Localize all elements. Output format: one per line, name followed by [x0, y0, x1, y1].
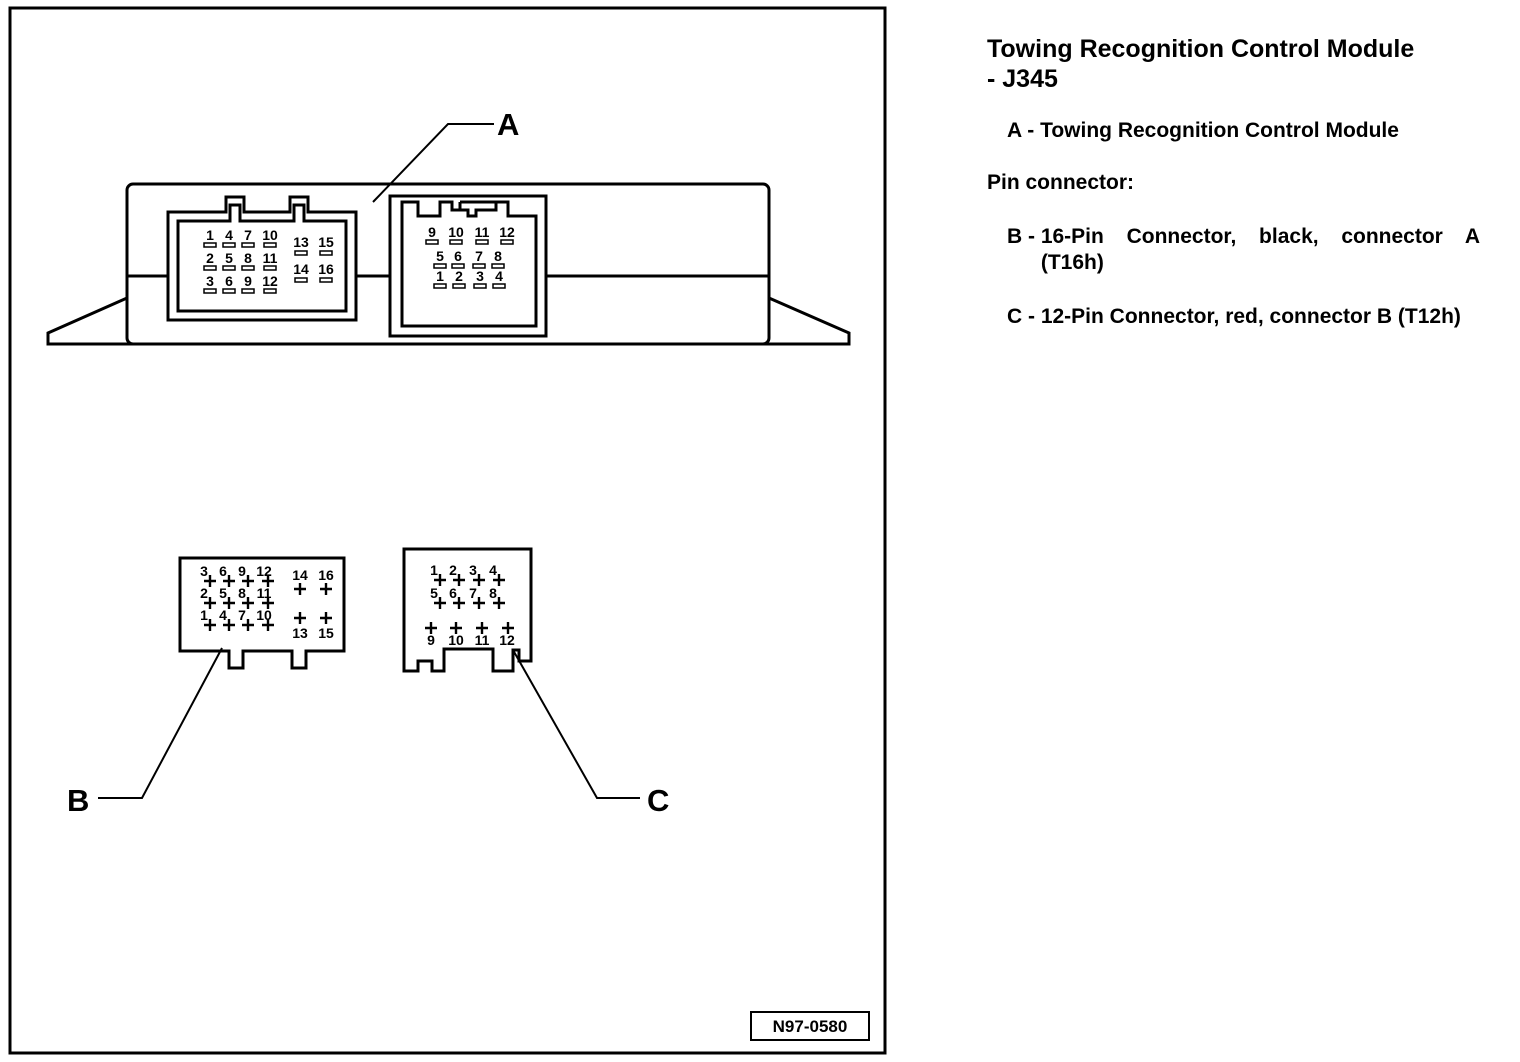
connector-b-contacts — [204, 575, 332, 631]
pin-label: 1 — [206, 227, 214, 243]
connector-b — [178, 556, 346, 670]
pin-label: 11 — [475, 632, 490, 648]
legend-item-letter: B - — [1007, 225, 1041, 248]
legend-item-a: A - Towing Recognition Control Module — [987, 118, 1480, 144]
pin-label: 2 — [200, 585, 208, 601]
pin-label: 5 — [430, 585, 438, 601]
callout-a-label: A — [497, 107, 519, 142]
connector-c-contacts — [425, 574, 514, 634]
pin-label: 8 — [494, 248, 502, 264]
pin-label: 10 — [256, 607, 272, 623]
pin-label: 7 — [238, 607, 246, 623]
pin-label: 7 — [244, 227, 252, 243]
pin-label: 9 — [428, 224, 436, 240]
pin-label: 12 — [499, 632, 515, 648]
callout-b-label: B — [67, 783, 89, 818]
pin-label: 15 — [318, 234, 334, 250]
pin-label: 6 — [454, 248, 462, 264]
pin-label: 13 — [293, 234, 309, 250]
callout-b-leader — [98, 647, 223, 799]
pin-label: 8 — [238, 585, 246, 601]
pin-label: 5 — [219, 585, 227, 601]
pin-label: 12 — [262, 273, 278, 289]
pin-label: 2 — [449, 562, 457, 578]
legend-item-letter: A - — [1007, 119, 1041, 142]
pin-label: 4 — [225, 227, 233, 243]
diagram-frame — [8, 6, 887, 1055]
figure-number-box — [750, 1011, 870, 1041]
module-12pin-contacts — [425, 239, 514, 289]
legend-title-line1: Towing Recognition Control Module — [987, 35, 1415, 63]
pin-label: 2 — [455, 268, 463, 284]
pin-label: 5 — [436, 248, 444, 264]
pin-label: 10 — [448, 632, 464, 648]
legend-item-text: 12-Pin Connector, red, connector B (T12h… — [1040, 305, 1461, 328]
module-12pin-labels: 9 10 11 12 5 6 7 8 1 2 3 4 — [428, 224, 515, 284]
pin-label: 11 — [257, 585, 272, 601]
pin-label: 8 — [489, 585, 497, 601]
pin-label: 1 — [430, 562, 438, 578]
module-socket-16pin — [166, 195, 358, 322]
pin-label: 6 — [449, 585, 457, 601]
module-socket-12pin — [388, 194, 548, 338]
pin-label: 5 — [225, 250, 233, 266]
pin-label: 6 — [219, 563, 227, 579]
pin-label: 11 — [475, 224, 490, 240]
pin-label: 9 — [427, 632, 435, 648]
pin-label: 1 — [200, 607, 208, 623]
figure-number: N97-0580 — [773, 1017, 848, 1036]
pin-label: 10 — [262, 227, 278, 243]
pin-label: 3 — [200, 563, 208, 579]
pin-label: 16 — [318, 261, 334, 277]
pin-label: 4 — [495, 268, 503, 284]
connector-c-labels: 1 2 3 4 5 6 7 8 9 10 11 12 — [427, 562, 515, 648]
legend: Towing Recognition Control Module - J345… — [987, 34, 1480, 330]
pin-label: 3 — [469, 562, 477, 578]
pin-label: 6 — [225, 273, 233, 289]
legend-item-c: C - 12-Pin Connector, red, connector B (… — [987, 304, 1480, 330]
pin-label: 15 — [318, 625, 334, 641]
pin-label: 14 — [293, 261, 309, 277]
pin-label: 12 — [256, 563, 272, 579]
module-16pin-contacts — [203, 242, 333, 294]
pin-label: 8 — [244, 250, 252, 266]
pin-label: 7 — [469, 585, 477, 601]
callout-a-leader — [372, 123, 494, 203]
pin-label: 4 — [489, 562, 497, 578]
legend-item-letter: C - — [1007, 305, 1041, 328]
callout-c-label: C — [647, 783, 669, 818]
pin-label: 12 — [499, 224, 515, 240]
pin-label: 3 — [476, 268, 484, 284]
callout-c-leader — [512, 649, 640, 799]
pin-label: 4 — [219, 607, 227, 623]
module-16pin-labels: 1 4 7 10 2 5 8 11 3 6 9 12 13 15 14 16 — [206, 227, 334, 289]
pin-label: 9 — [244, 273, 252, 289]
pin-label: 10 — [448, 224, 464, 240]
pin-label: 14 — [292, 567, 308, 583]
legend-item-text: Towing Recognition Control Module — [1040, 119, 1399, 142]
legend-item-b: B - 16-Pin Connector, black, connector A… — [987, 224, 1480, 276]
pin-label: 11 — [263, 250, 278, 266]
pin-label: 16 — [318, 567, 334, 583]
pin-label: 2 — [206, 250, 214, 266]
legend-title-line2: - J345 — [987, 65, 1058, 93]
connector-c — [402, 547, 533, 673]
legend-item-text: 16-Pin Connector, black, connector A (T1… — [1040, 225, 1480, 274]
pin-label: 1 — [436, 268, 444, 284]
connector-b-labels: 3 6 9 12 2 5 8 11 1 4 7 10 14 16 13 15 — [200, 563, 334, 641]
pin-label: 13 — [292, 625, 308, 641]
legend-subheading: Pin connector: — [987, 171, 1135, 194]
pin-label: 7 — [475, 248, 483, 264]
pin-label: 3 — [206, 273, 214, 289]
pin-label: 9 — [238, 563, 246, 579]
